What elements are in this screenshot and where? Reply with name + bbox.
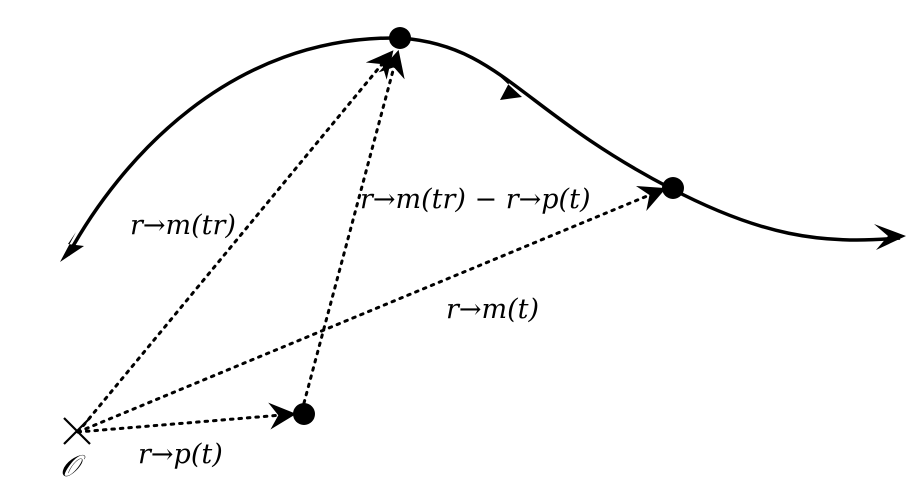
label-rm-tr-minus-rp-t: r→m(tr) − r→p(t) [360,184,590,215]
label-rp-t: r→p(t) [138,439,223,470]
vector-rm-tr-minus-rp-t [302,49,405,405]
vector-rm-tr [76,50,394,434]
retarded-position-point [389,27,411,49]
vector-rm-t [76,186,667,434]
trajectory-curve [66,36,901,256]
label-rm-tr: r→m(tr) [130,210,236,241]
vector-rp-t [76,402,297,434]
current-position-point [662,177,684,199]
curve-arrowhead-start [60,232,84,262]
label-origin: 𝒪 [60,449,86,484]
curve-arrowhead-middle [496,73,522,100]
label-rm-t: r→m(t) [446,294,539,325]
origin-cross-icon [63,417,91,445]
curve-arrowhead-end [874,224,906,250]
observer-point [293,403,315,425]
